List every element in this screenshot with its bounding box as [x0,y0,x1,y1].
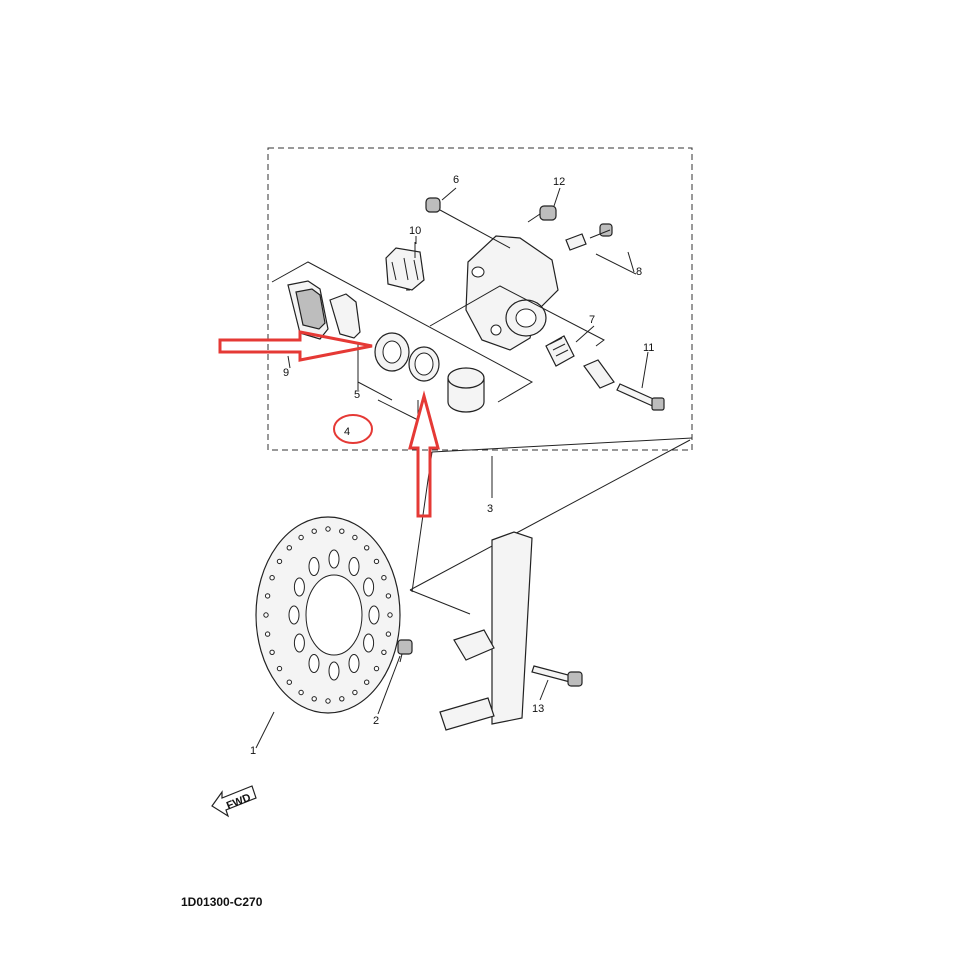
disc-hole [264,631,271,637]
callout-1: 1 [250,745,256,757]
callout-5: 5 [354,389,360,401]
disc-hole [298,689,304,696]
disc-vent-slot [368,605,380,625]
disc-hole [364,545,370,551]
drawing-code: 1D01300-C270 [181,895,263,909]
disc-hole [325,698,331,704]
guide-pin-7 [545,335,615,389]
disc-vent-slot [348,654,360,673]
caliper-body [465,235,559,351]
cap-12 [539,205,557,221]
disc-hole [385,593,392,599]
callout-3: 3 [487,503,493,515]
red-arrow-right [218,330,373,362]
disc-hole [325,526,331,532]
fork-leg [439,531,533,731]
disc-hole [339,528,345,534]
disc-hole [364,679,370,685]
disc-hole [269,649,275,655]
disc-hole [276,665,283,672]
disc-hole [311,528,317,534]
callout-12: 12 [553,176,565,188]
callout-10: 10 [409,225,421,237]
disc-vent-slot [308,654,320,673]
callout-7: 7 [589,314,595,326]
disc-hole [381,575,387,581]
callout-leaders [255,187,649,749]
piston-seal-5 [374,332,410,372]
disc-vent-slot [328,661,340,681]
disc-vent-slot [363,577,375,597]
disc-vent-slot [328,549,340,569]
brake-disc-1 [255,516,401,714]
red-arrow-up [408,390,440,518]
disc-hole [381,649,387,655]
disc-hole [339,696,345,702]
disc-hole [385,631,392,637]
disc-hole [352,534,358,541]
disc-hole [373,558,380,565]
bolt-11 [616,383,665,411]
disc-vent-slot [288,605,300,625]
disc-vent-slot [363,633,375,653]
disc-hole [263,612,269,618]
group-lines-lower [409,439,691,615]
caliper-piston [447,367,485,413]
callout-6: 6 [453,174,459,186]
callout-11: 11 [643,342,654,354]
disc-hole [298,534,304,541]
fwd-arrow-icon: FWD [211,785,257,818]
red-circle-highlight [333,414,373,444]
disc-hole [352,689,358,696]
callout-2: 2 [373,715,379,727]
disc-vent-slot [293,577,305,597]
caliper-assembly-box [267,147,693,451]
callout-9: 9 [283,367,289,379]
disc-hole [264,593,271,599]
disc-hole [387,612,393,618]
callout-13: 13 [532,703,544,715]
disc-hole [373,665,380,672]
pad-spring-10 [385,247,425,291]
cap-6 [425,197,441,213]
callout-4: 4 [344,426,350,438]
disc-hole [286,679,292,685]
callout-8: 8 [636,266,642,278]
disc-bolt-2 [397,639,413,663]
bleed-screw-8 [565,223,613,251]
disc-vent-slot [348,557,360,576]
brake-pad-9 [287,280,361,340]
disc-hole [276,558,283,565]
disc-hole [311,696,317,702]
disc-hole [286,545,292,551]
disc-vent-slot [293,633,305,653]
disc-hole [269,575,275,581]
dust-seal-4 [408,346,440,382]
bolt-13 [531,665,583,687]
disc-vent-slot [308,557,320,576]
group-lines-upper [271,209,693,453]
